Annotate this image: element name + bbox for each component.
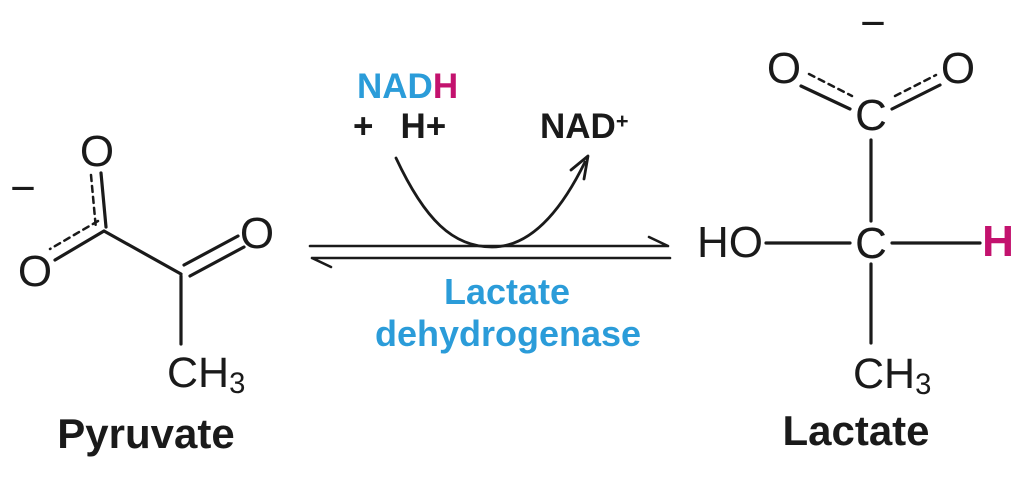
pyruvate-charge: − (10, 164, 36, 213)
nad-plus-base: NAD (540, 107, 616, 146)
plus-sign: + (353, 107, 374, 146)
lactate-methyl-ch: CH (853, 350, 916, 398)
pyruvate-bond-otop-dashed (89, 173, 98, 231)
pyruvate-methyl-group: CH3 (167, 349, 245, 400)
lactate-bond-oleft-dashed (807, 72, 854, 98)
nadh-h-part: H (432, 67, 459, 106)
nadh-nad-part: NAD (357, 67, 433, 106)
lactate-charge: − (860, 0, 886, 48)
proton-h: H (400, 107, 426, 146)
lactate-hydroxyl-group: HO (697, 218, 763, 267)
pyruvate-methyl-subscript: 3 (229, 368, 246, 401)
pyruvate-bond-keto-1 (182, 234, 240, 267)
lactate-methyl-group: CH3 (853, 350, 931, 401)
proton-superscript: + (425, 107, 447, 146)
lactate-bond-oright-dashed (893, 73, 938, 98)
pyruvate-name-label: Pyruvate (57, 410, 235, 457)
lactate-hydride-h: H (982, 217, 1014, 266)
lactate-methyl-subscript: 3 (915, 369, 932, 402)
pyruvate-o-keto: O (239, 209, 275, 258)
plus-proton-row: + H+ (353, 107, 446, 147)
enzyme-name-line1: Lactate (443, 271, 571, 312)
lactate-carboxyl-c: C (855, 91, 887, 140)
cofactor-curve-arrowhead (569, 154, 590, 181)
lactate-name-label: Lactate (782, 407, 930, 454)
pyruvate-bond-otop-solid (99, 171, 108, 229)
pyruvate-methyl-ch: CH (167, 349, 230, 397)
proton-label: H+ (400, 107, 446, 147)
equilibrium-arrow-forward (308, 235, 670, 248)
nadh-label: NADH (357, 67, 458, 107)
lactate-alpha-c: C (855, 219, 887, 268)
equilibrium-arrow-reverse (310, 256, 672, 269)
lactate-o-left: O (766, 44, 802, 93)
pyruvate-bond-oleft-dashed (48, 219, 100, 251)
pyruvate-o-top: O (79, 127, 115, 176)
pyruvate-bond-keto-2 (188, 245, 246, 278)
nad-plus-label: NAD+ (540, 107, 629, 147)
enzyme-name-line2: dehydrogenase (374, 313, 642, 354)
pyruvate-o-left: O (17, 247, 53, 296)
lactate-bond-oright-solid (890, 83, 942, 111)
lactate-o-right: O (940, 44, 976, 93)
pyruvate-bond-c1-c2 (102, 229, 183, 276)
lactate-bond-oleft-solid (799, 84, 852, 111)
cofactor-curve-arrow (394, 156, 587, 249)
nad-plus-superscript: + (615, 108, 629, 134)
pyruvate-bond-oleft-solid (53, 229, 106, 262)
